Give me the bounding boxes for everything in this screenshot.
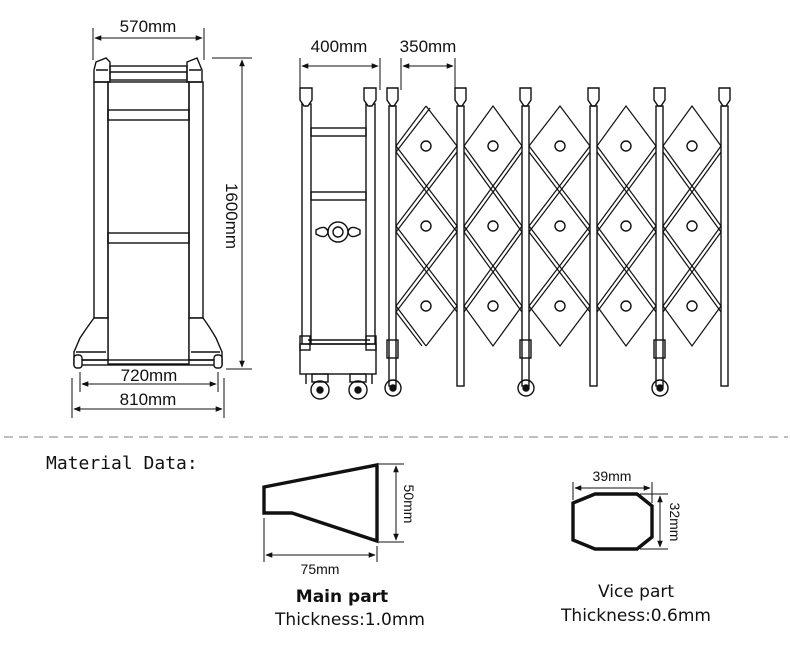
main-part-height-label: 50mm: [401, 485, 417, 524]
side-view: [299, 58, 731, 400]
vice-part-height-label: 32mm: [667, 503, 683, 542]
base-inner-label: 720mm: [121, 366, 178, 385]
vice-part-thickness: Thickness:0.6mm: [560, 606, 711, 626]
end-width-label: 570mm: [120, 17, 177, 36]
material-heading: Material Data:: [46, 453, 198, 474]
scissor-lattice: [395, 104, 722, 348]
post-wheels: [384, 339, 669, 397]
main-part-width-label: 75mm: [301, 561, 340, 577]
main-part-profile: [262, 462, 404, 562]
main-part-name: Main part: [296, 587, 388, 607]
vice-part-name: Vice part: [598, 582, 674, 602]
vice-part-profile: [571, 482, 668, 551]
main-part-thickness: Thickness:1.0mm: [274, 610, 425, 630]
base-outer-label: 810mm: [120, 390, 177, 409]
vice-part-width-label: 39mm: [593, 468, 632, 484]
end-height-label: 1600mm: [222, 183, 241, 249]
end-view: [71, 28, 252, 418]
pivot-points: [420, 140, 698, 312]
post-spacing-b-label: 350mm: [400, 37, 457, 56]
post-spacing-a-label: 400mm: [311, 37, 368, 56]
folding-posts: [386, 87, 731, 387]
